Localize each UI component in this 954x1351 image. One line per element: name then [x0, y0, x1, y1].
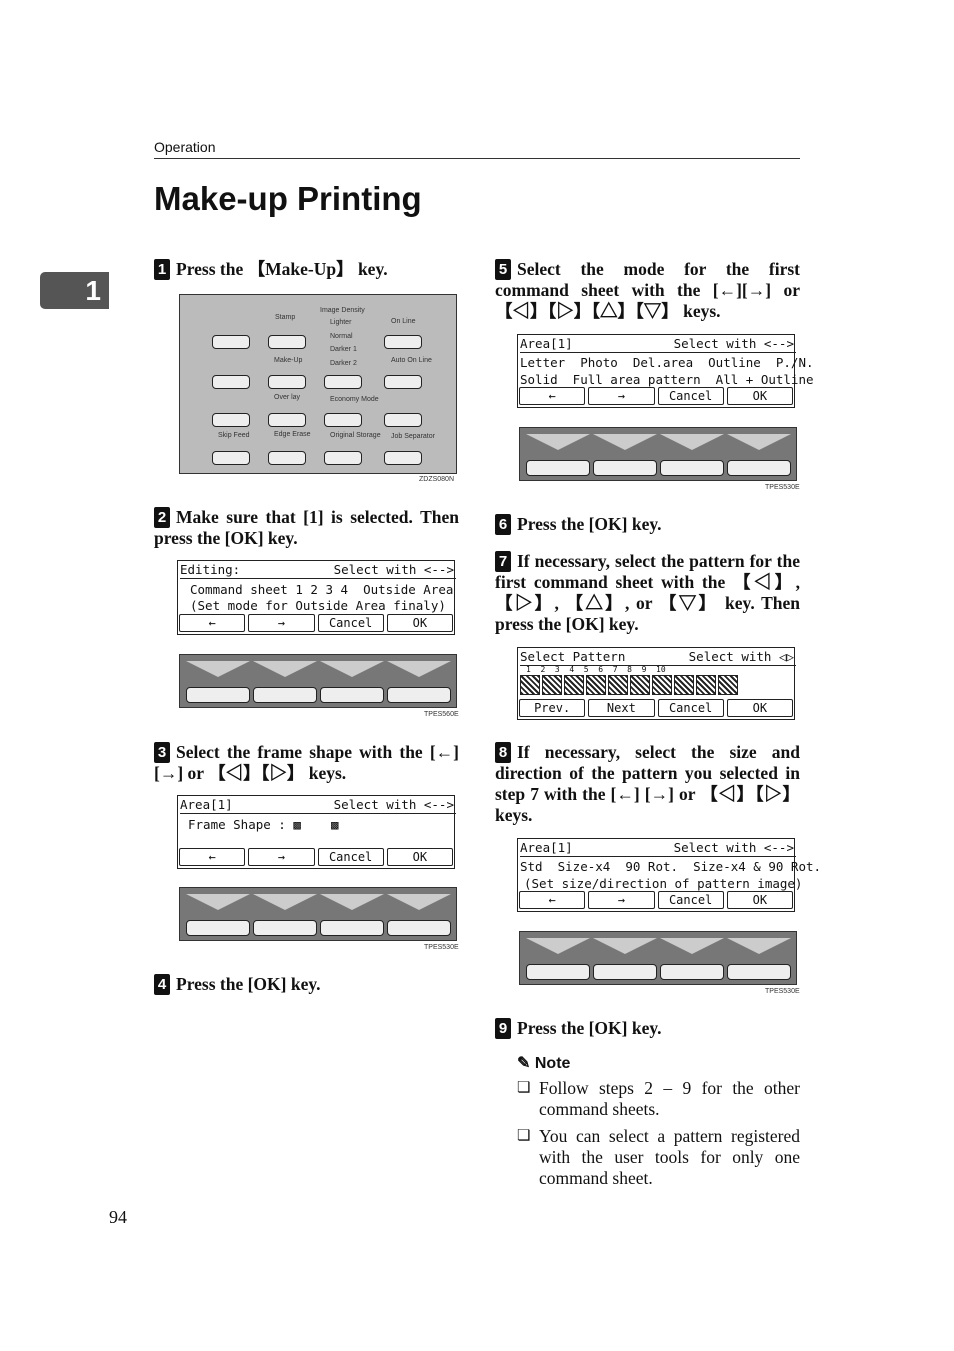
lcd-editing: Editing:Select with <--> Command sheet 1…	[177, 560, 456, 635]
lcd-frame-shape: Area[1]Select with <--> Frame Shape : ▩ …	[177, 795, 456, 869]
control-panel-image: Stamp Make-Up Over lay Skip Feed Edge Er…	[179, 294, 457, 483]
lcd-mode: Area[1]Select with <--> Letter Photo Del…	[517, 334, 814, 408]
page-number: 94	[109, 1207, 127, 1227]
selection-keys	[519, 427, 797, 481]
selection-keys	[519, 931, 797, 985]
note-item: Follow steps 2 – 9 for the other command…	[517, 1078, 800, 1120]
note-heading: ✎ Note	[517, 1055, 571, 1072]
page-title: Make-up Printing	[154, 180, 422, 217]
header-rule	[154, 158, 800, 159]
pencil-icon: ✎	[517, 1055, 535, 1072]
note-item: You can select a pattern registered with…	[517, 1126, 800, 1189]
chapter-tab: 1	[40, 272, 109, 309]
section-header: Operation	[154, 139, 216, 155]
selection-keys	[179, 887, 457, 941]
note-list: Follow steps 2 – 9 for the other command…	[517, 1078, 800, 1195]
selection-keys	[179, 654, 457, 708]
lcd-size-direction: Area[1]Select with <--> Std Size-x4 90 R…	[517, 838, 821, 912]
